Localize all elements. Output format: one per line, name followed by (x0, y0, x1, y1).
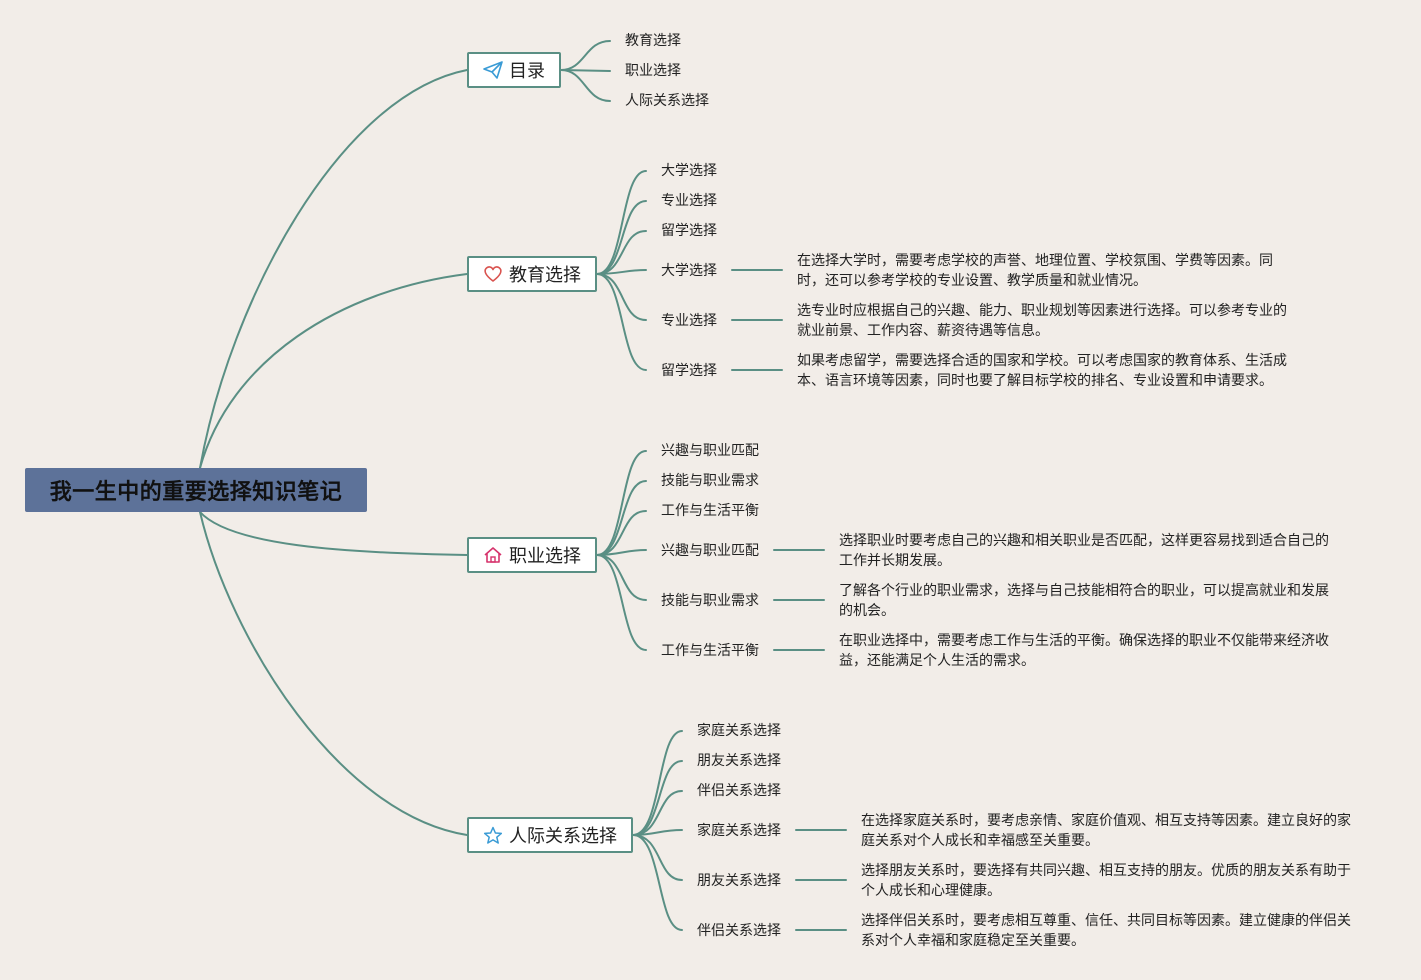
branch-education-label: 教育选择 (509, 265, 581, 286)
relations-item[interactable]: 伴侣关系选择 (697, 783, 781, 799)
education-note: 如果考虑留学，需要选择合适的国家和学校。可以考虑国家的教育体系、生活成本、语言环… (797, 353, 1287, 389)
connector-toc-2 (560, 69, 611, 72)
education-item[interactable]: 留学选择 (661, 223, 717, 239)
relations-note: 在选择家庭关系时，要考虑亲情、家庭价值观、相互支持等因素。建立良好的家庭关系对个… (861, 813, 1351, 849)
connector-rel-3 (632, 790, 683, 836)
connector-edu-5 (596, 273, 647, 321)
education-detail-label[interactable]: 留学选择 (661, 363, 717, 379)
connector-root-career (199, 511, 468, 556)
relations-item[interactable]: 朋友关系选择 (697, 753, 781, 769)
toc-item-relations[interactable]: 人际关系选择 (625, 93, 709, 109)
career-note: 选择职业时要考虑自己的兴趣和相关职业是否匹配，这样更容易找到适合自己的工作并长期… (839, 533, 1329, 569)
connector-root-toc (199, 69, 468, 469)
relations-detail-label[interactable]: 伴侣关系选择 (697, 923, 781, 939)
connector-rel-5 (632, 834, 683, 881)
connector-career-6 (596, 554, 647, 651)
branch-toc[interactable]: 目录 (467, 52, 561, 88)
connector-career-1 (596, 450, 647, 556)
connector-edu-1 (596, 170, 647, 275)
education-detail-label[interactable]: 大学选择 (661, 263, 717, 279)
branch-relations-label: 人际关系选择 (509, 826, 617, 847)
connector-edu-6 (596, 273, 647, 371)
heart-icon (484, 266, 502, 282)
career-item[interactable]: 工作与生活平衡 (661, 503, 759, 519)
connector-edu-2 (596, 200, 647, 275)
branch-relations[interactable]: 人际关系选择 (467, 817, 633, 853)
branch-toc-label: 目录 (509, 61, 545, 82)
connector-rel-2 (632, 760, 683, 836)
connector-rel-1 (632, 730, 683, 836)
home-icon (484, 547, 502, 563)
career-note: 在职业选择中，需要考虑工作与生活的平衡。确保选择的职业不仅能带来经济收益，还能满… (839, 633, 1329, 669)
branch-education[interactable]: 教育选择 (467, 256, 597, 292)
branch-career[interactable]: 职业选择 (467, 537, 597, 573)
relations-item[interactable]: 家庭关系选择 (697, 723, 781, 739)
education-item[interactable]: 大学选择 (661, 163, 717, 179)
career-detail-label[interactable]: 技能与职业需求 (661, 593, 759, 609)
relations-note: 选择朋友关系时，要选择有共同兴趣、相互支持的朋友。优质的朋友关系有助于个人成长和… (861, 863, 1351, 899)
relations-detail-label[interactable]: 家庭关系选择 (697, 823, 781, 839)
connector-edu-3 (596, 230, 647, 275)
connector-root-relations (199, 511, 468, 836)
toc-item-education[interactable]: 教育选择 (625, 33, 681, 49)
career-item[interactable]: 技能与职业需求 (661, 473, 759, 489)
education-detail-label[interactable]: 专业选择 (661, 313, 717, 329)
education-item[interactable]: 专业选择 (661, 193, 717, 209)
root-title: 我一生中的重要选择知识笔记 (49, 480, 343, 505)
root-topic[interactable]: 我一生中的重要选择知识笔记 (25, 468, 367, 512)
connector-career-5 (596, 554, 647, 601)
career-item[interactable]: 兴趣与职业匹配 (661, 443, 759, 459)
connector-rel-6 (632, 834, 683, 931)
paper-plane-icon (483, 61, 503, 79)
toc-item-career[interactable]: 职业选择 (625, 63, 681, 79)
relations-detail-label[interactable]: 朋友关系选择 (697, 873, 781, 889)
career-detail-label[interactable]: 工作与生活平衡 (661, 643, 759, 659)
branch-career-label: 职业选择 (509, 546, 581, 567)
education-note: 在选择大学时，需要考虑学校的声誉、地理位置、学校氛围、学费等因素。同时，还可以参… (797, 253, 1273, 289)
connector-toc-3 (560, 69, 611, 102)
connector-root-education (199, 273, 468, 469)
career-detail-label[interactable]: 兴趣与职业匹配 (661, 543, 759, 559)
career-note: 了解各个行业的职业需求，选择与自己技能相符合的职业，可以提高就业和发展的机会。 (839, 583, 1329, 619)
connector-toc-1 (560, 40, 611, 71)
education-note: 选专业时应根据自己的兴趣、能力、职业规划等因素进行选择。可以参考专业的就业前景、… (797, 303, 1287, 339)
star-icon (483, 826, 503, 844)
relations-note: 选择伴侣关系时，要考虑相互尊重、信任、共同目标等因素。建立健康的伴侣关系对个人幸… (861, 913, 1351, 949)
connector-career-2 (596, 480, 647, 556)
